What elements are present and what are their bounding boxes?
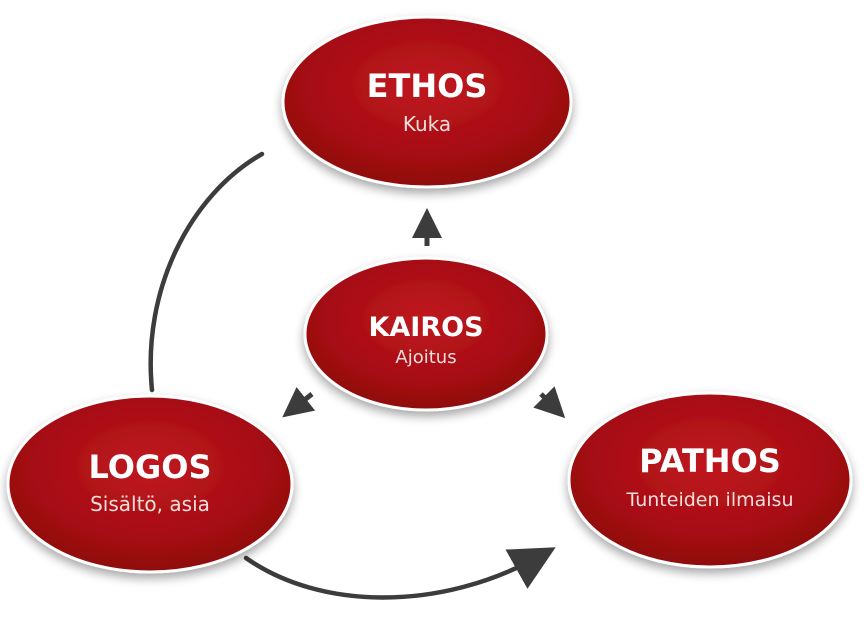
arrow-kairos-pathos (533, 386, 566, 419)
ethos-title: ETHOS (367, 67, 488, 105)
kairos-node (303, 256, 549, 412)
kairos-subtitle: Ajoitus (395, 347, 456, 368)
kairos-title: KAIROS (368, 312, 483, 343)
ethos-node (281, 15, 573, 189)
logos-subtitle: Sisältö, asia (90, 492, 210, 516)
ethos-subtitle: Kuka (403, 112, 451, 136)
logos-node (6, 394, 294, 574)
pathos-node (567, 391, 853, 569)
connector-ethos-logos (148, 151, 265, 393)
logos-title: LOGOS (89, 448, 212, 486)
pathos-title: PATHOS (639, 442, 781, 480)
arrow-logos-pathos (243, 547, 556, 600)
pathos-subtitle: Tunteiden ilmaisu (626, 489, 794, 511)
arrow-kairos-logos (282, 387, 316, 418)
